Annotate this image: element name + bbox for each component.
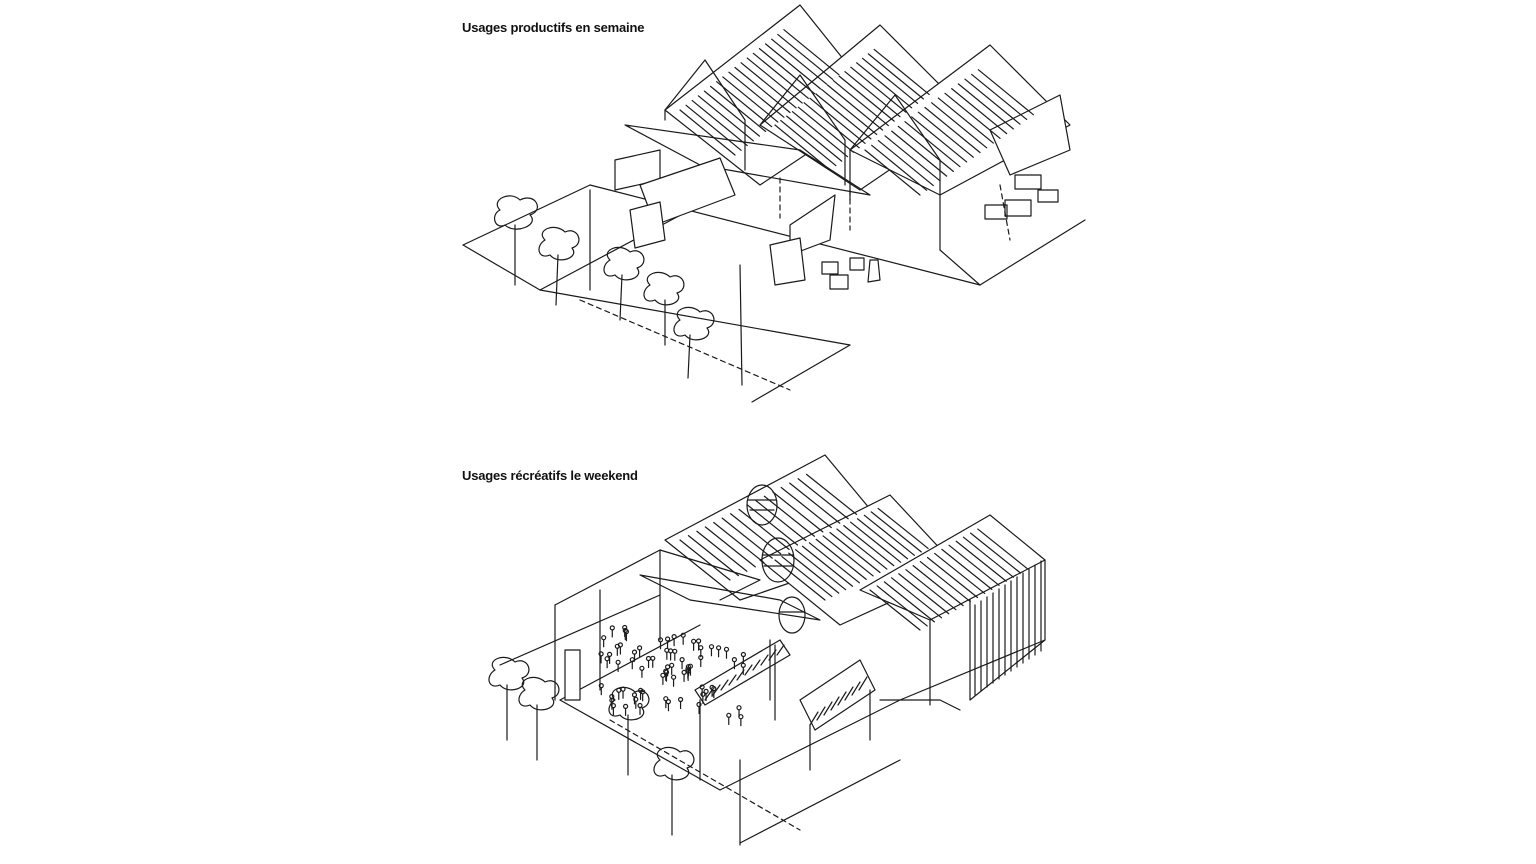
lantern-sketch <box>746 484 806 701</box>
street-lamps <box>589 189 743 386</box>
tree-row-bottom <box>488 656 741 846</box>
market-stall-sketch <box>694 639 876 781</box>
event-hall <box>554 549 821 701</box>
top-panel-caption: Usages productifs en semaine <box>462 20 645 35</box>
people-crowd-sketch <box>598 624 747 727</box>
bottom-sketch <box>488 454 1046 846</box>
truck-sketch <box>614 149 836 286</box>
wall-cladding <box>679 473 1042 696</box>
bottom-street <box>499 594 1046 844</box>
bottom-panel-caption: Usages récréatifs le weekend <box>462 468 638 483</box>
roof-hatching <box>679 29 1034 196</box>
tree-row-top <box>493 195 715 379</box>
pallet-boxes <box>821 174 1059 290</box>
warehouse-roofs-weekend <box>664 454 1046 706</box>
top-sketch <box>462 4 1086 403</box>
warehouse-roofs <box>664 4 1071 286</box>
